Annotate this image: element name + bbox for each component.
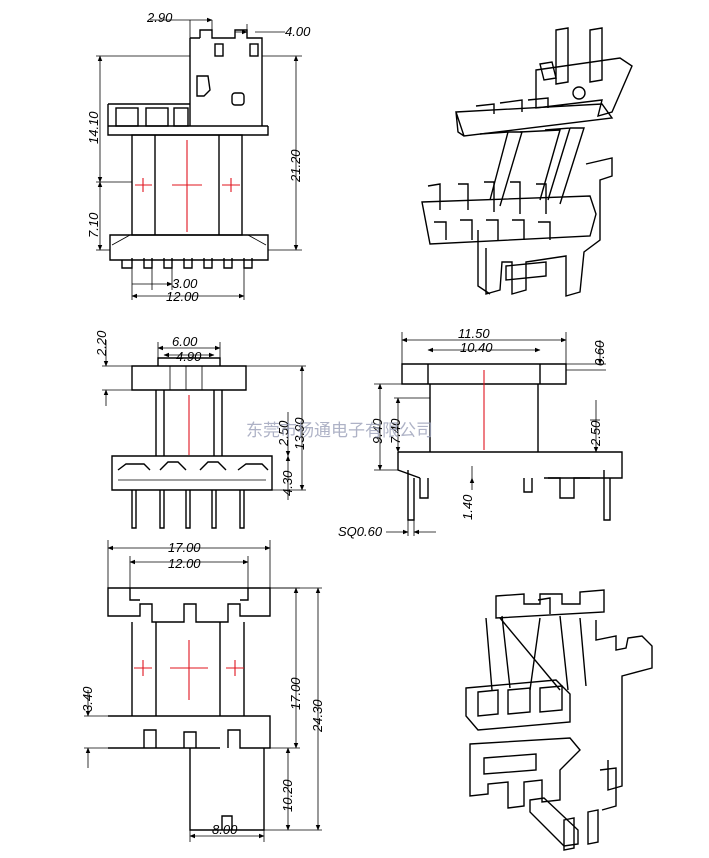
dim-4-30-label: 4.30 — [280, 470, 295, 496]
dim-sq0-60-label: SQ0.60 — [338, 524, 383, 539]
dim-1-40-label: 1.40 — [460, 494, 475, 520]
dim-10-40-label: 10.40 — [460, 340, 493, 355]
dim-10-20-label: 10.20 — [280, 779, 295, 812]
watermark-text: 东莞市扬通电子有限公司 — [246, 421, 433, 440]
dim-7-10-label: 7.10 — [86, 212, 101, 238]
view-middle-left-side: 6.00 4.90 2.20 2.50 13.90 4.30 — [94, 330, 307, 529]
dim-6-00-label: 6.00 — [172, 334, 198, 349]
dim-0-60-label: 0.60 — [592, 340, 607, 366]
dim-17-00-top-label: 17.00 — [168, 540, 201, 555]
view-bottom-right-isometric — [465, 589, 653, 851]
view-bottom-left-top: 17.00 12.00 17.00 24.30 3.40 10.20 8.00 — [80, 540, 325, 842]
view-top-right-isometric — [421, 27, 633, 297]
dim-14-10-label: 14.10 — [86, 111, 101, 144]
dim-12-00-bottom-label: 12.00 — [168, 556, 201, 571]
dim-13-90-label: 13.90 — [292, 417, 307, 450]
dim-2-90-label: 2.90 — [146, 10, 173, 25]
dim-2-20-label: 2.20 — [94, 330, 109, 357]
dim-3-00-label: 3.00 — [172, 276, 198, 291]
dim-17-00-right-label: 17.00 — [288, 677, 303, 710]
view-top-left-front: 2.90 4.00 21.20 14.10 7.10 3.00 12.00 — [86, 10, 311, 304]
dim-21-20-label: 21.20 — [288, 149, 303, 183]
dim-2-50-right-label: 2.50 — [588, 420, 603, 447]
dim-4-00-label: 4.00 — [285, 24, 311, 39]
view-middle-right-side: 11.50 10.40 0.60 9.40 7.40 2.50 1.40 SQ0… — [338, 326, 623, 539]
dim-11-50-label: 11.50 — [458, 326, 490, 341]
dim-3-40-label: 3.40 — [80, 686, 95, 712]
dim-8-00-label: 8.00 — [212, 822, 238, 837]
dim-9-40-label: 9.40 — [370, 418, 385, 444]
dim-7-40-label: 7.40 — [388, 418, 403, 444]
dim-4-90-label: 4.90 — [176, 349, 202, 364]
dim-12-00-label: 12.00 — [166, 289, 199, 304]
dim-24-30-label: 24.30 — [310, 699, 325, 733]
dim-2-50-label: 2.50 — [276, 420, 291, 447]
